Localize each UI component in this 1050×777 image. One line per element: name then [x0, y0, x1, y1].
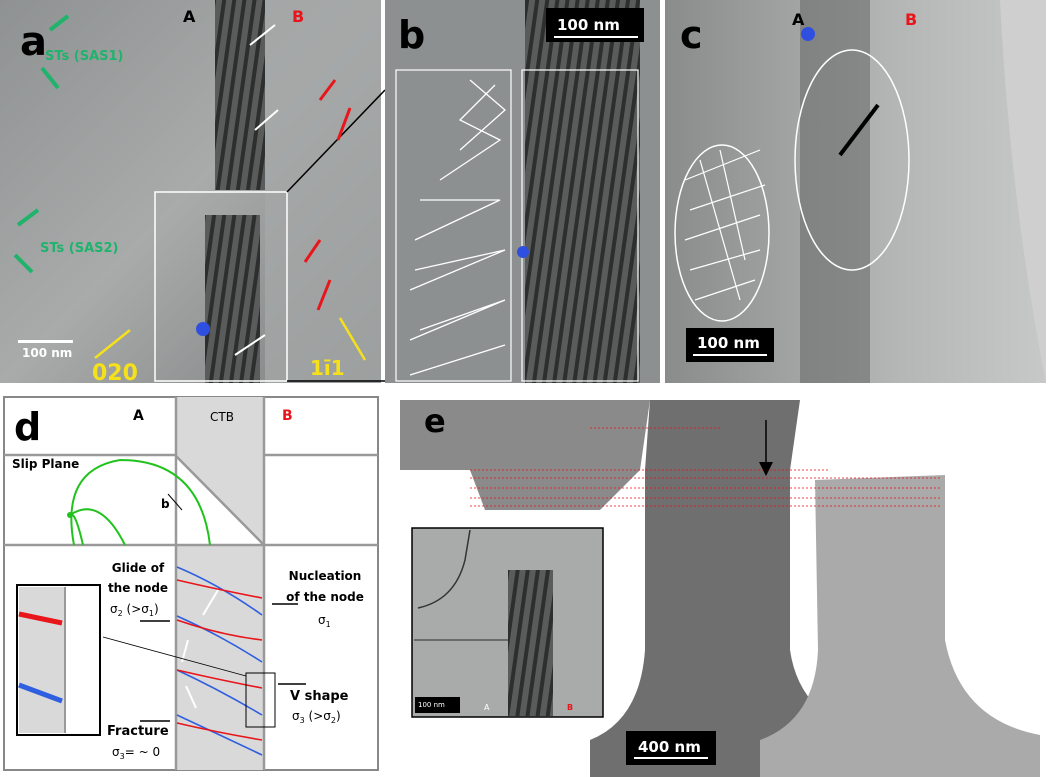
scale-bar-label-c: 100 nm — [697, 334, 760, 352]
ctb-label: CTB — [210, 410, 234, 424]
svg-text:Nucleation: Nucleation — [289, 569, 362, 583]
dislocation-lines — [176, 566, 263, 756]
st-sas1-label: STs (SAS1) — [45, 49, 123, 64]
burgers-vector-label: b — [161, 497, 170, 511]
red-arrows — [303, 79, 352, 311]
marker-dot — [196, 322, 210, 336]
zoom-region-box — [154, 191, 288, 382]
inset-grain-b: B — [567, 703, 573, 712]
v-shape-label: V shape — [290, 689, 349, 704]
direction-1-11: 1ī1 — [310, 356, 345, 380]
st-sas2-label: STs (SAS2) — [40, 241, 118, 256]
panel-e: e 400 nm 100 nm A B — [395, 395, 1050, 777]
svg-text:the node: the node — [108, 581, 168, 595]
grain-b-label-c: B — [905, 10, 917, 29]
slip-plane-label: Slip Plane — [12, 457, 79, 471]
nucleation-annotation: Nucleation of the node — [286, 569, 364, 604]
grain-a-label: A — [183, 7, 196, 26]
nucleation-stress: σ1 — [318, 613, 331, 629]
panel-letter-e: e — [424, 402, 446, 440]
inset-grain-a: A — [484, 703, 490, 712]
inset-image: 100 nm A B — [411, 527, 604, 718]
scale-bar-label-e: 400 nm — [638, 738, 701, 756]
panel-d: d A CTB B Slip Plane b Glide of the node… — [3, 396, 379, 771]
fracture-stress: σ3= ~ 0 — [112, 745, 160, 761]
inset-scale-label: 100 nm — [418, 701, 445, 709]
grain-a-label-d: A — [133, 408, 144, 424]
panel-letter-b: b — [398, 13, 425, 57]
svg-text:Glide of: Glide of — [112, 561, 165, 575]
dislocation-traces — [409, 79, 506, 376]
panel-a: a A B STs (SAS1) STs (SAS2) 100 nm 020 1… — [0, 0, 386, 386]
panel-c: c A B 100 nm — [665, 0, 1046, 383]
v-shape-stress: σ3 (>σ2) — [292, 709, 341, 725]
grain-b-label: B — [292, 7, 304, 26]
panel-letter-c: c — [680, 13, 703, 57]
panel-b: b 100 nm — [385, 0, 660, 383]
scale-bar — [18, 340, 73, 343]
panel-letter-a: a — [20, 19, 47, 65]
svg-text:of the node: of the node — [286, 590, 364, 604]
panel-letter-d: d — [14, 405, 41, 449]
glide-annotation: Glide of the node — [108, 561, 168, 595]
grain-b-label-d: B — [282, 408, 293, 424]
green-arrows — [13, 14, 70, 274]
glide-stress: σ2 (>σ1) — [110, 602, 159, 618]
scale-bar-label-a: 100 nm — [22, 346, 72, 360]
direction-020: 020 — [92, 361, 138, 386]
white-arrows — [234, 24, 279, 356]
black-arrow — [838, 103, 880, 157]
grain-a-label-c: A — [792, 10, 805, 29]
scale-bar-label-b: 100 nm — [557, 16, 620, 34]
fracture-label: Fracture — [107, 724, 169, 739]
